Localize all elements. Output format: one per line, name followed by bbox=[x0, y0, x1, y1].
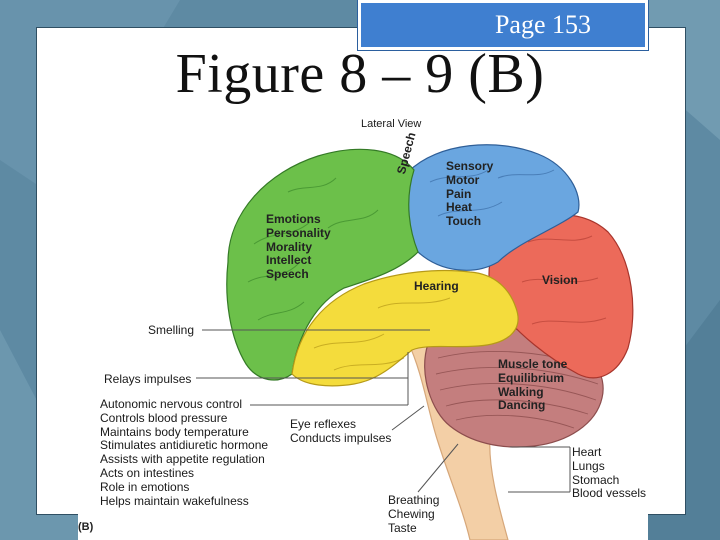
hypothalamus-functions: Autonomic nervous control Controls blood… bbox=[100, 397, 269, 508]
smelling-label: Smelling bbox=[148, 323, 195, 337]
frontal-functions: Emotions Personality Morality Intellect … bbox=[266, 212, 331, 282]
page-number-tab: Page 153 bbox=[357, 0, 649, 51]
midbrain-functions: Eye reflexes Conducts impulses bbox=[290, 417, 392, 445]
relays-impulses-label: Relays impulses bbox=[104, 372, 192, 386]
brain-diagram bbox=[196, 144, 634, 540]
vital-functions: Heart Lungs Stomach Blood vessels bbox=[572, 445, 647, 501]
cerebellum-functions: Muscle tone Equilibrium Walking Dancing bbox=[498, 357, 568, 413]
parietal-functions: Sensory Motor Pain Heat Touch bbox=[446, 159, 494, 229]
brain-figure: Lateral View Speech Emotions Personality… bbox=[78, 112, 648, 540]
hearing-label: Hearing bbox=[414, 279, 459, 293]
panel-label: (B) bbox=[78, 521, 94, 533]
lateral-view-label: Lateral View bbox=[361, 118, 422, 130]
temporal-lobe bbox=[291, 269, 519, 387]
slide-title: Figure 8 – 9 (B) bbox=[175, 43, 545, 105]
frontal-lobe bbox=[226, 148, 419, 381]
vision-label: Vision bbox=[542, 273, 578, 287]
medulla-functions: Breathing Chewing Taste bbox=[388, 493, 440, 535]
